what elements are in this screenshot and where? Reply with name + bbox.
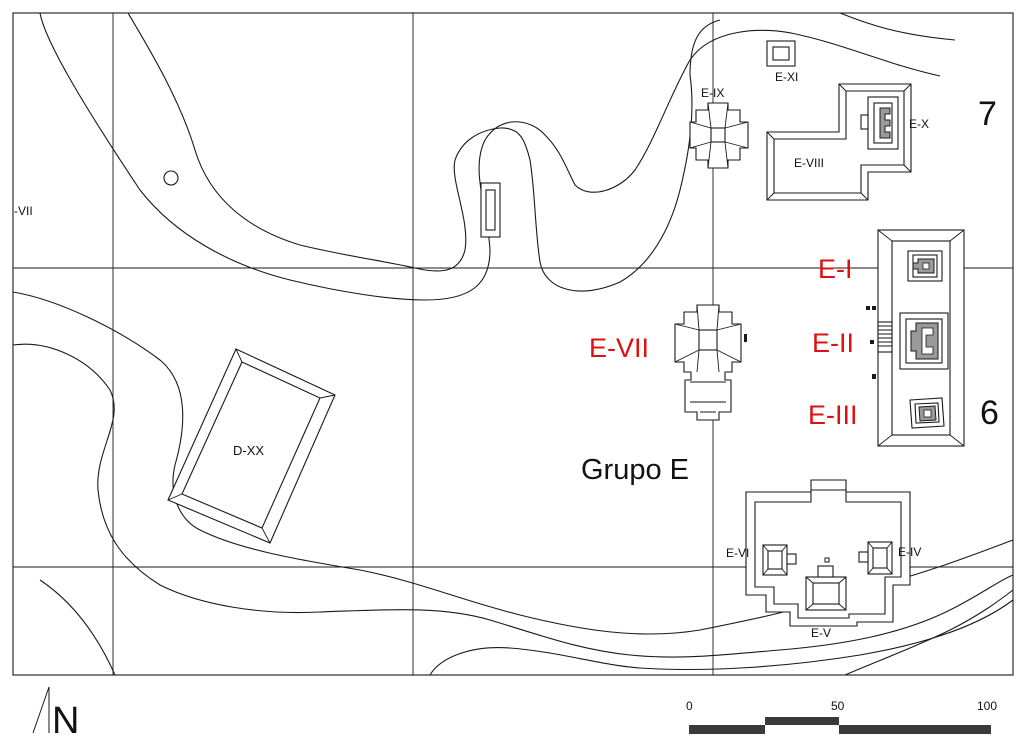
label-d-xx: D-XX [233,443,264,458]
contour-lower-5 [844,589,1014,676]
contour-lower-3 [39,579,116,676]
narrow-building [480,182,501,238]
label-e-ix: E-IX [701,86,724,100]
structure-e-i [907,250,943,282]
structure-e-ix [689,102,749,169]
survey-marker [163,170,179,186]
structure-e-ii [899,312,949,370]
label-e-xi: E-XI [775,70,798,84]
map-frame [12,12,1014,676]
label-e-vi: E-VI [726,546,749,560]
grid-number-top: 7 [978,95,997,133]
contour-lower-2 [12,343,1014,658]
label-edge-vii: -VII [14,204,33,218]
structure-d-xx [167,348,336,544]
structure-e-xi [766,40,796,67]
structure-e-x [860,96,899,150]
label-e-iii: E-III [808,400,858,430]
north-arrow: N [32,686,79,741]
north-label: N [52,700,79,741]
label-e-vii: E-VII [589,333,649,363]
structure-southern-enclosure [745,479,911,627]
scale-bar: 0 50 100 [686,699,997,734]
north-arrow-icon [32,686,50,734]
label-e-v: E-V [811,626,831,640]
scale-tick-50: 50 [831,699,845,713]
scale-tick-100: 100 [977,699,997,713]
label-e-viii: E-VIII [794,156,824,170]
contour-upper-outer [39,12,941,301]
structure-e-v [805,565,847,611]
structure-e-vi [762,544,797,576]
group-label: Grupo E [581,454,689,486]
structure-e-iii [909,397,945,429]
contour-lower-4 [429,599,1014,676]
structure-e-iv [858,541,893,575]
structure-e-vii [674,304,747,421]
label-e-i: E-I [818,254,853,284]
contour-upper-right [839,12,956,41]
scale-tick-0: 0 [686,699,693,713]
label-e-ii: E-II [812,328,854,358]
label-e-iv: E-IV [898,545,921,559]
contour-upper-inner [127,12,721,292]
label-e-x: E-X [909,117,929,131]
grid-number-middle: 6 [980,394,999,432]
